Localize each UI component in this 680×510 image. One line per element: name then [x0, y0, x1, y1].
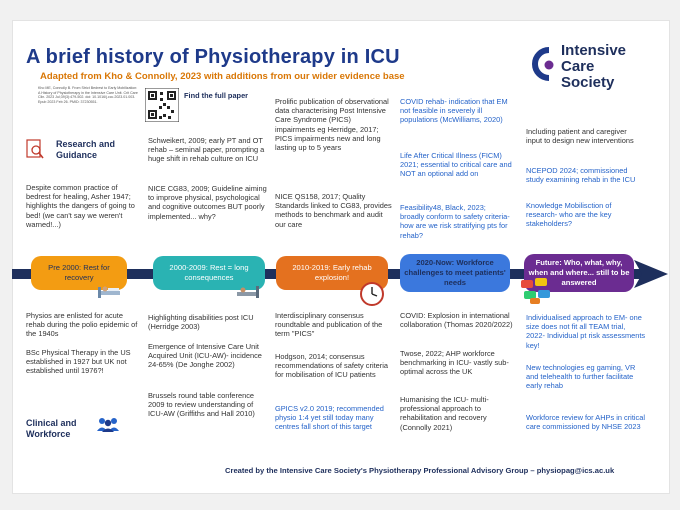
col4-bottom-2: Twose, 2022; AHP workforce benchmarking …	[400, 349, 509, 377]
col2-bottom-3: Brussels round table conference 2009 to …	[148, 391, 255, 419]
page-subtitle: Adapted from Kho & Connolly, 2023 with a…	[40, 71, 405, 82]
clinical-heading: Clinical and Workforce	[26, 418, 77, 439]
era-2020-now: 2020-Now: Workforce challenges to meet p…	[400, 254, 510, 292]
col4-bottom-1: COVID: Explosion in international collab…	[400, 311, 513, 330]
col4-top-3: Feasibility48, Black, 2023; broadly conf…	[400, 203, 510, 240]
col2-bottom-1: Highlighting disabilities post ICU (Herr…	[148, 313, 254, 332]
col3-bottom-1: Interdisciplinary consensus roundtable a…	[275, 311, 383, 339]
page-title: A brief history of Physiotherapy in ICU	[26, 46, 400, 68]
col1-bottom-1: Physios are enlisted for acute rehab dur…	[26, 311, 138, 339]
era-pre-2000: Pre 2000: Rest for recovery	[31, 256, 127, 290]
col5-bottom-3: Workforce review for AHPs in critical ca…	[526, 413, 645, 432]
reference-citation: Kho ME, Connolly B. From Strict Bedrest …	[38, 86, 138, 104]
clock-icon	[360, 282, 384, 306]
col4-top-1: COVID rehab- indication that EM not feas…	[400, 97, 508, 125]
col2-top-2: NICE CG83, 2009; Guideline aiming to imp…	[148, 184, 267, 221]
col5-bottom-1: Individualised approach to EM- one size …	[526, 313, 646, 350]
ics-logo-mark	[532, 47, 554, 81]
col5-top-3: Knowledge Mobilisction of research- who …	[526, 201, 612, 229]
col5-top-2: NCEPOD 2024; commissioned study examinin…	[526, 166, 636, 185]
bed-icon	[98, 286, 120, 298]
qr-code[interactable]	[145, 88, 179, 122]
col1-bottom-2: BSc Physical Therapy in the US establish…	[26, 348, 131, 376]
footer-credit: Created by the Intensive Care Society's …	[225, 466, 615, 475]
col5-bottom-2: New technologies eg gaming, VR and teleh…	[526, 363, 636, 391]
col3-bottom-2: Hodgson, 2014; consensus recommendations…	[275, 352, 388, 380]
research-icon	[26, 139, 44, 159]
gaming-icon	[521, 278, 550, 304]
col1-top-text: Despite common practice of bedrest for h…	[26, 183, 135, 229]
col2-top-1: Schweikert, 2009; early PT and OT rehab …	[148, 136, 265, 164]
col2-bottom-2: Emergence of Intensive Care Unit Acquire…	[148, 342, 262, 370]
col3-top-1: Prolific publication of observational da…	[275, 97, 389, 153]
patient-bed-icon	[237, 286, 259, 298]
col3-bottom-3: GPICS v2.0 2019; recommended physio 1:4 …	[275, 404, 384, 432]
col3-top-2: NICE QS158, 2017; Quality Standards link…	[275, 192, 392, 229]
ics-logo-text: Intensive Care Society	[561, 42, 627, 91]
era-2000-2009: 2000-2009: Rest = long consequences	[153, 256, 265, 290]
col4-top-2: Life After Critical Illness (FICM) 2021;…	[400, 151, 512, 179]
research-heading: Research and Guidance	[56, 139, 116, 160]
arrow-head	[634, 260, 668, 288]
col5-top-1: Including patient and caregiver input to…	[526, 127, 634, 146]
qr-label: Find the full paper	[184, 91, 249, 100]
col4-bottom-3: Humanising the ICU- multi-professional a…	[400, 395, 489, 432]
workforce-icon	[97, 418, 119, 432]
